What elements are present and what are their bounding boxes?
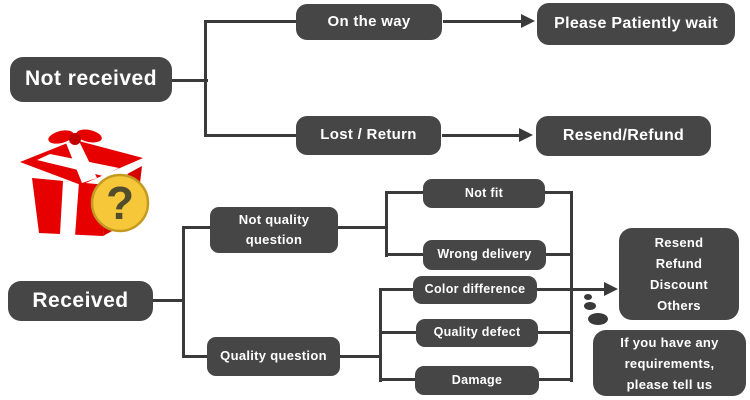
- resolution-line-others: Others: [657, 298, 701, 313]
- connector-wrong-delivery-out: [546, 253, 573, 256]
- connector-not-received-stub: [172, 79, 208, 82]
- connector-to-not-quality: [182, 226, 210, 229]
- node-not-fit-label: Not fit: [464, 185, 504, 200]
- node-please-patiently-wait-label: Please Patiently wait: [554, 15, 718, 32]
- connector-not-fit-out: [545, 191, 573, 194]
- arrow-line-resend-refund: [442, 134, 520, 137]
- requirements-line2: requirements,: [624, 355, 715, 371]
- thought-dot-small-icon: [584, 294, 592, 300]
- requirements-line1: If you have any: [620, 334, 719, 350]
- gift-box-question-icon: ?: [20, 129, 150, 236]
- gift-lid-ribbon-2: [66, 141, 97, 183]
- arrowhead-resolution-icon: [604, 282, 618, 296]
- node-wrong-delivery: Wrong delivery: [423, 240, 546, 270]
- question-badge: [90, 173, 150, 233]
- node-not-quality-question-line2: question: [245, 232, 303, 247]
- node-wrong-delivery-label: Wrong delivery: [437, 247, 532, 262]
- thought-dot-large-icon: [588, 313, 608, 325]
- node-not-fit: Not fit: [423, 179, 545, 208]
- node-requirements-note: If you have any requirements, please tel…: [593, 330, 746, 396]
- node-quality-defect-label: Quality defect: [433, 325, 521, 340]
- gift-bow-left: [48, 130, 74, 144]
- connector-to-on-the-way: [204, 20, 296, 23]
- connector-to-lost-return: [204, 134, 296, 137]
- requirements-line3: please tell us: [626, 376, 713, 392]
- resolution-line-resend: Resend: [654, 235, 704, 250]
- connector-not-quality-stub: [338, 226, 388, 229]
- connector-received-branch: [182, 226, 185, 358]
- connector-to-wrong-delivery: [385, 253, 423, 256]
- connector-quality-branch: [379, 288, 382, 382]
- arrowhead-resend-refund-icon: [519, 128, 533, 142]
- node-resend-refund-label: Resend/Refund: [562, 127, 685, 144]
- connector-not-quality-branch: [385, 191, 388, 257]
- node-quality-defect: Quality defect: [416, 319, 538, 347]
- node-not-received-label: Not received: [24, 67, 158, 91]
- node-lost-return: Lost / Return: [296, 116, 441, 155]
- node-lost-return-label: Lost / Return: [320, 126, 417, 144]
- connector-to-not-fit: [385, 191, 423, 194]
- connector-damage-out: [539, 378, 572, 381]
- node-not-quality-question: Not quality question: [210, 207, 338, 253]
- node-color-difference-label: Color difference: [424, 282, 526, 297]
- gift-bow-knot: [69, 133, 81, 145]
- connector-quality-stub: [340, 355, 382, 358]
- node-damage: Damage: [415, 366, 539, 395]
- node-resolution-options: Resend Refund Discount Others: [619, 228, 739, 320]
- connector-received-stub: [153, 299, 184, 302]
- node-received-label: Received: [32, 288, 129, 312]
- node-on-the-way-label: On the way: [327, 12, 411, 30]
- connector-to-color-difference: [379, 288, 413, 291]
- connector-not-received-branch: [204, 20, 207, 137]
- node-quality-question: Quality question: [207, 337, 340, 376]
- connector-collector: [570, 191, 573, 382]
- node-on-the-way: On the way: [296, 4, 442, 40]
- arrow-line-resolution: [537, 288, 605, 291]
- node-please-patiently-wait: Please Patiently wait: [537, 3, 735, 45]
- connector-to-quality-defect: [379, 331, 416, 334]
- arrow-line-please-wait: [443, 20, 523, 23]
- node-damage-label: Damage: [451, 372, 503, 387]
- connector-quality-defect-out: [538, 331, 572, 334]
- node-quality-question-label: Quality question: [220, 348, 327, 364]
- gift-ribbon-front: [60, 181, 79, 236]
- connector-to-damage: [379, 378, 415, 381]
- arrowhead-please-wait-icon: [521, 14, 535, 28]
- thought-dot-medium-icon: [584, 302, 596, 310]
- resolution-line-discount: Discount: [649, 277, 708, 292]
- node-received: Received: [8, 281, 153, 321]
- node-color-difference: Color difference: [413, 276, 537, 304]
- question-mark-glyph: ?: [106, 177, 134, 229]
- gift-bow-right: [76, 129, 102, 143]
- node-not-quality-question-line1: Not quality: [238, 211, 310, 227]
- connector-to-quality-question: [182, 355, 207, 358]
- resolution-line-refund: Refund: [655, 256, 703, 271]
- node-resend-refund: Resend/Refund: [536, 116, 711, 156]
- node-not-received: Not received: [10, 57, 172, 102]
